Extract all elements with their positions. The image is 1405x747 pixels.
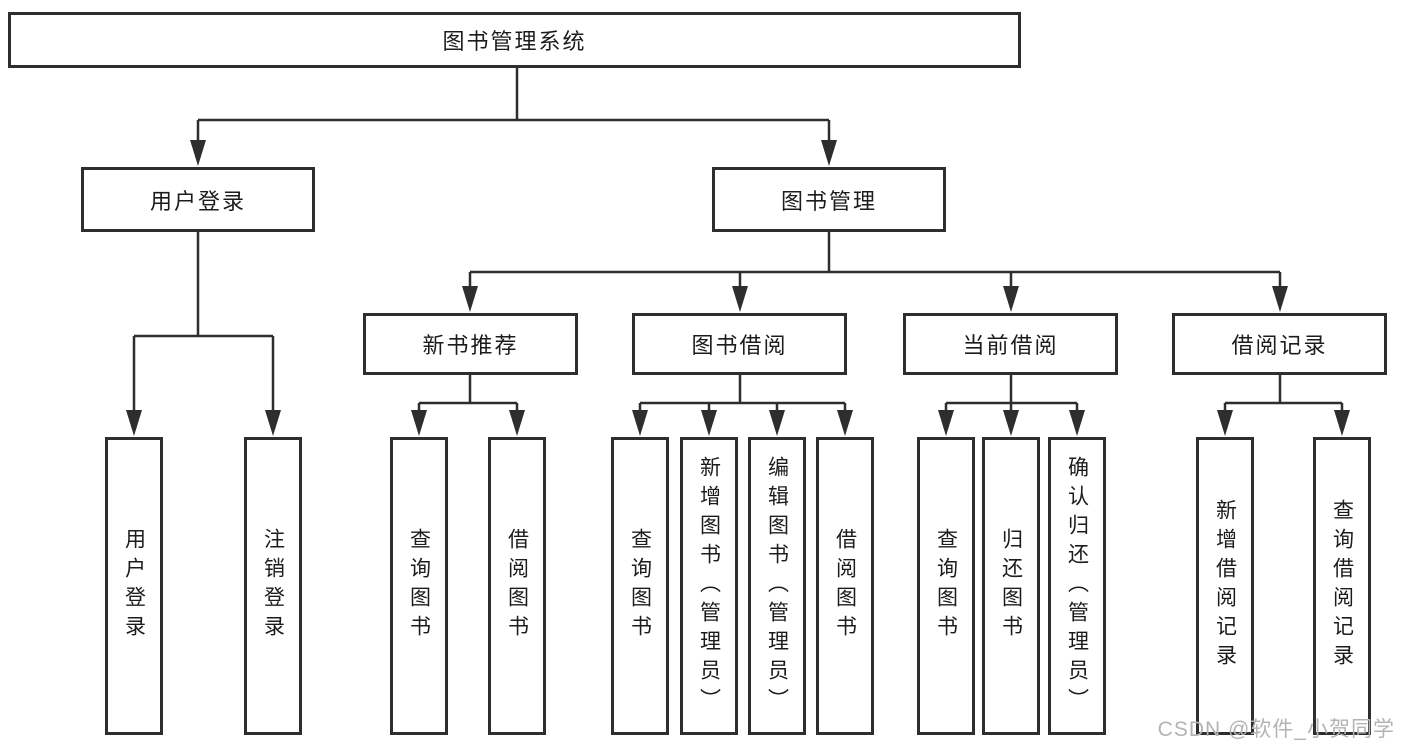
connector-current-borrow-children (944, 375, 1079, 413)
leaf-return-book-label: 归还图书 (999, 528, 1023, 644)
node-new-book-recommend-label: 新书推荐 (422, 333, 519, 358)
leaf-logout: 注销登录 (244, 437, 302, 735)
arrowhead (938, 410, 954, 436)
leaf-borrow-books-recommend: 借阅图书 (488, 437, 546, 735)
leaf-query-borrow-record: 查询借阅记录 (1313, 437, 1371, 735)
connector-book-mgmt-children (468, 232, 1282, 288)
arrowhead (265, 410, 281, 436)
leaf-add-book-admin: 新增图书（管理员） (680, 437, 738, 735)
leaf-edit-book-admin-label: 编辑图书（管理员） (765, 455, 789, 717)
node-library-management-system: 图书管理系统 (8, 12, 1021, 68)
leaf-query-books-recommend: 查询图书 (390, 437, 448, 735)
leaf-return-book: 归还图书 (982, 437, 1040, 735)
node-borrow-records: 借阅记录 (1172, 313, 1387, 375)
arrowhead (1217, 410, 1233, 436)
leaf-query-books-current: 查询图书 (917, 437, 975, 735)
leaf-add-borrow-record-label: 新增借阅记录 (1213, 499, 1237, 673)
node-borrow-records-label: 借阅记录 (1231, 333, 1328, 358)
leaf-borrow-books-label: 借阅图书 (833, 528, 857, 644)
node-new-book-recommend: 新书推荐 (363, 313, 578, 375)
arrowhead (411, 410, 427, 436)
leaf-borrow-books-recommend-label: 借阅图书 (505, 528, 529, 644)
node-book-management: 图书管理 (712, 167, 946, 232)
node-book-borrow: 图书借阅 (632, 313, 847, 375)
arrowhead (821, 140, 837, 166)
arrowhead (732, 286, 748, 312)
leaf-query-books-borrow-label: 查询图书 (628, 528, 652, 644)
arrowhead (1334, 410, 1350, 436)
connector-root-to-level2 (196, 68, 831, 142)
arrowhead (126, 410, 142, 436)
leaf-confirm-return-admin: 确认归还（管理员） (1048, 437, 1106, 735)
arrowhead (701, 410, 717, 436)
connector-new-book-children (417, 375, 519, 413)
leaf-query-books-borrow: 查询图书 (611, 437, 669, 735)
leaf-edit-book-admin: 编辑图书（管理员） (748, 437, 806, 735)
connector-book-borrow-children (638, 375, 847, 413)
arrowhead (769, 410, 785, 436)
connector-user-login-children (132, 232, 275, 412)
arrowhead (632, 410, 648, 436)
leaf-query-books-recommend-label: 查询图书 (407, 528, 431, 644)
leaf-borrow-books: 借阅图书 (816, 437, 874, 735)
node-current-borrow-label: 当前借阅 (962, 333, 1059, 358)
node-user-login-label: 用户登录 (149, 188, 246, 214)
arrowhead (1003, 286, 1019, 312)
leaf-add-borrow-record: 新增借阅记录 (1196, 437, 1254, 735)
node-current-borrow: 当前借阅 (903, 313, 1118, 375)
csdn-watermark: CSDN @软件_小贺同学 (1157, 718, 1395, 741)
leaf-confirm-return-admin-label: 确认归还（管理员） (1065, 455, 1089, 717)
arrowhead (1003, 410, 1019, 436)
arrowhead (462, 286, 478, 312)
node-book-borrow-label: 图书借阅 (691, 333, 788, 358)
leaf-user-login-label: 用户登录 (122, 528, 146, 644)
leaf-query-borrow-record-label: 查询借阅记录 (1330, 499, 1354, 673)
arrowhead (1272, 286, 1288, 312)
node-book-management-label: 图书管理 (780, 188, 877, 214)
arrowhead (509, 410, 525, 436)
leaf-add-book-admin-label: 新增图书（管理员） (697, 455, 721, 717)
leaf-logout-label: 注销登录 (261, 528, 285, 644)
connector-borrow-record-children (1223, 375, 1344, 413)
leaf-query-books-current-label: 查询图书 (934, 528, 958, 644)
leaf-user-login: 用户登录 (105, 437, 163, 735)
node-user-login: 用户登录 (81, 167, 315, 232)
arrowhead (190, 140, 206, 166)
node-library-management-system-label: 图书管理系统 (442, 29, 587, 54)
arrowhead (837, 410, 853, 436)
arrowhead (1069, 410, 1085, 436)
